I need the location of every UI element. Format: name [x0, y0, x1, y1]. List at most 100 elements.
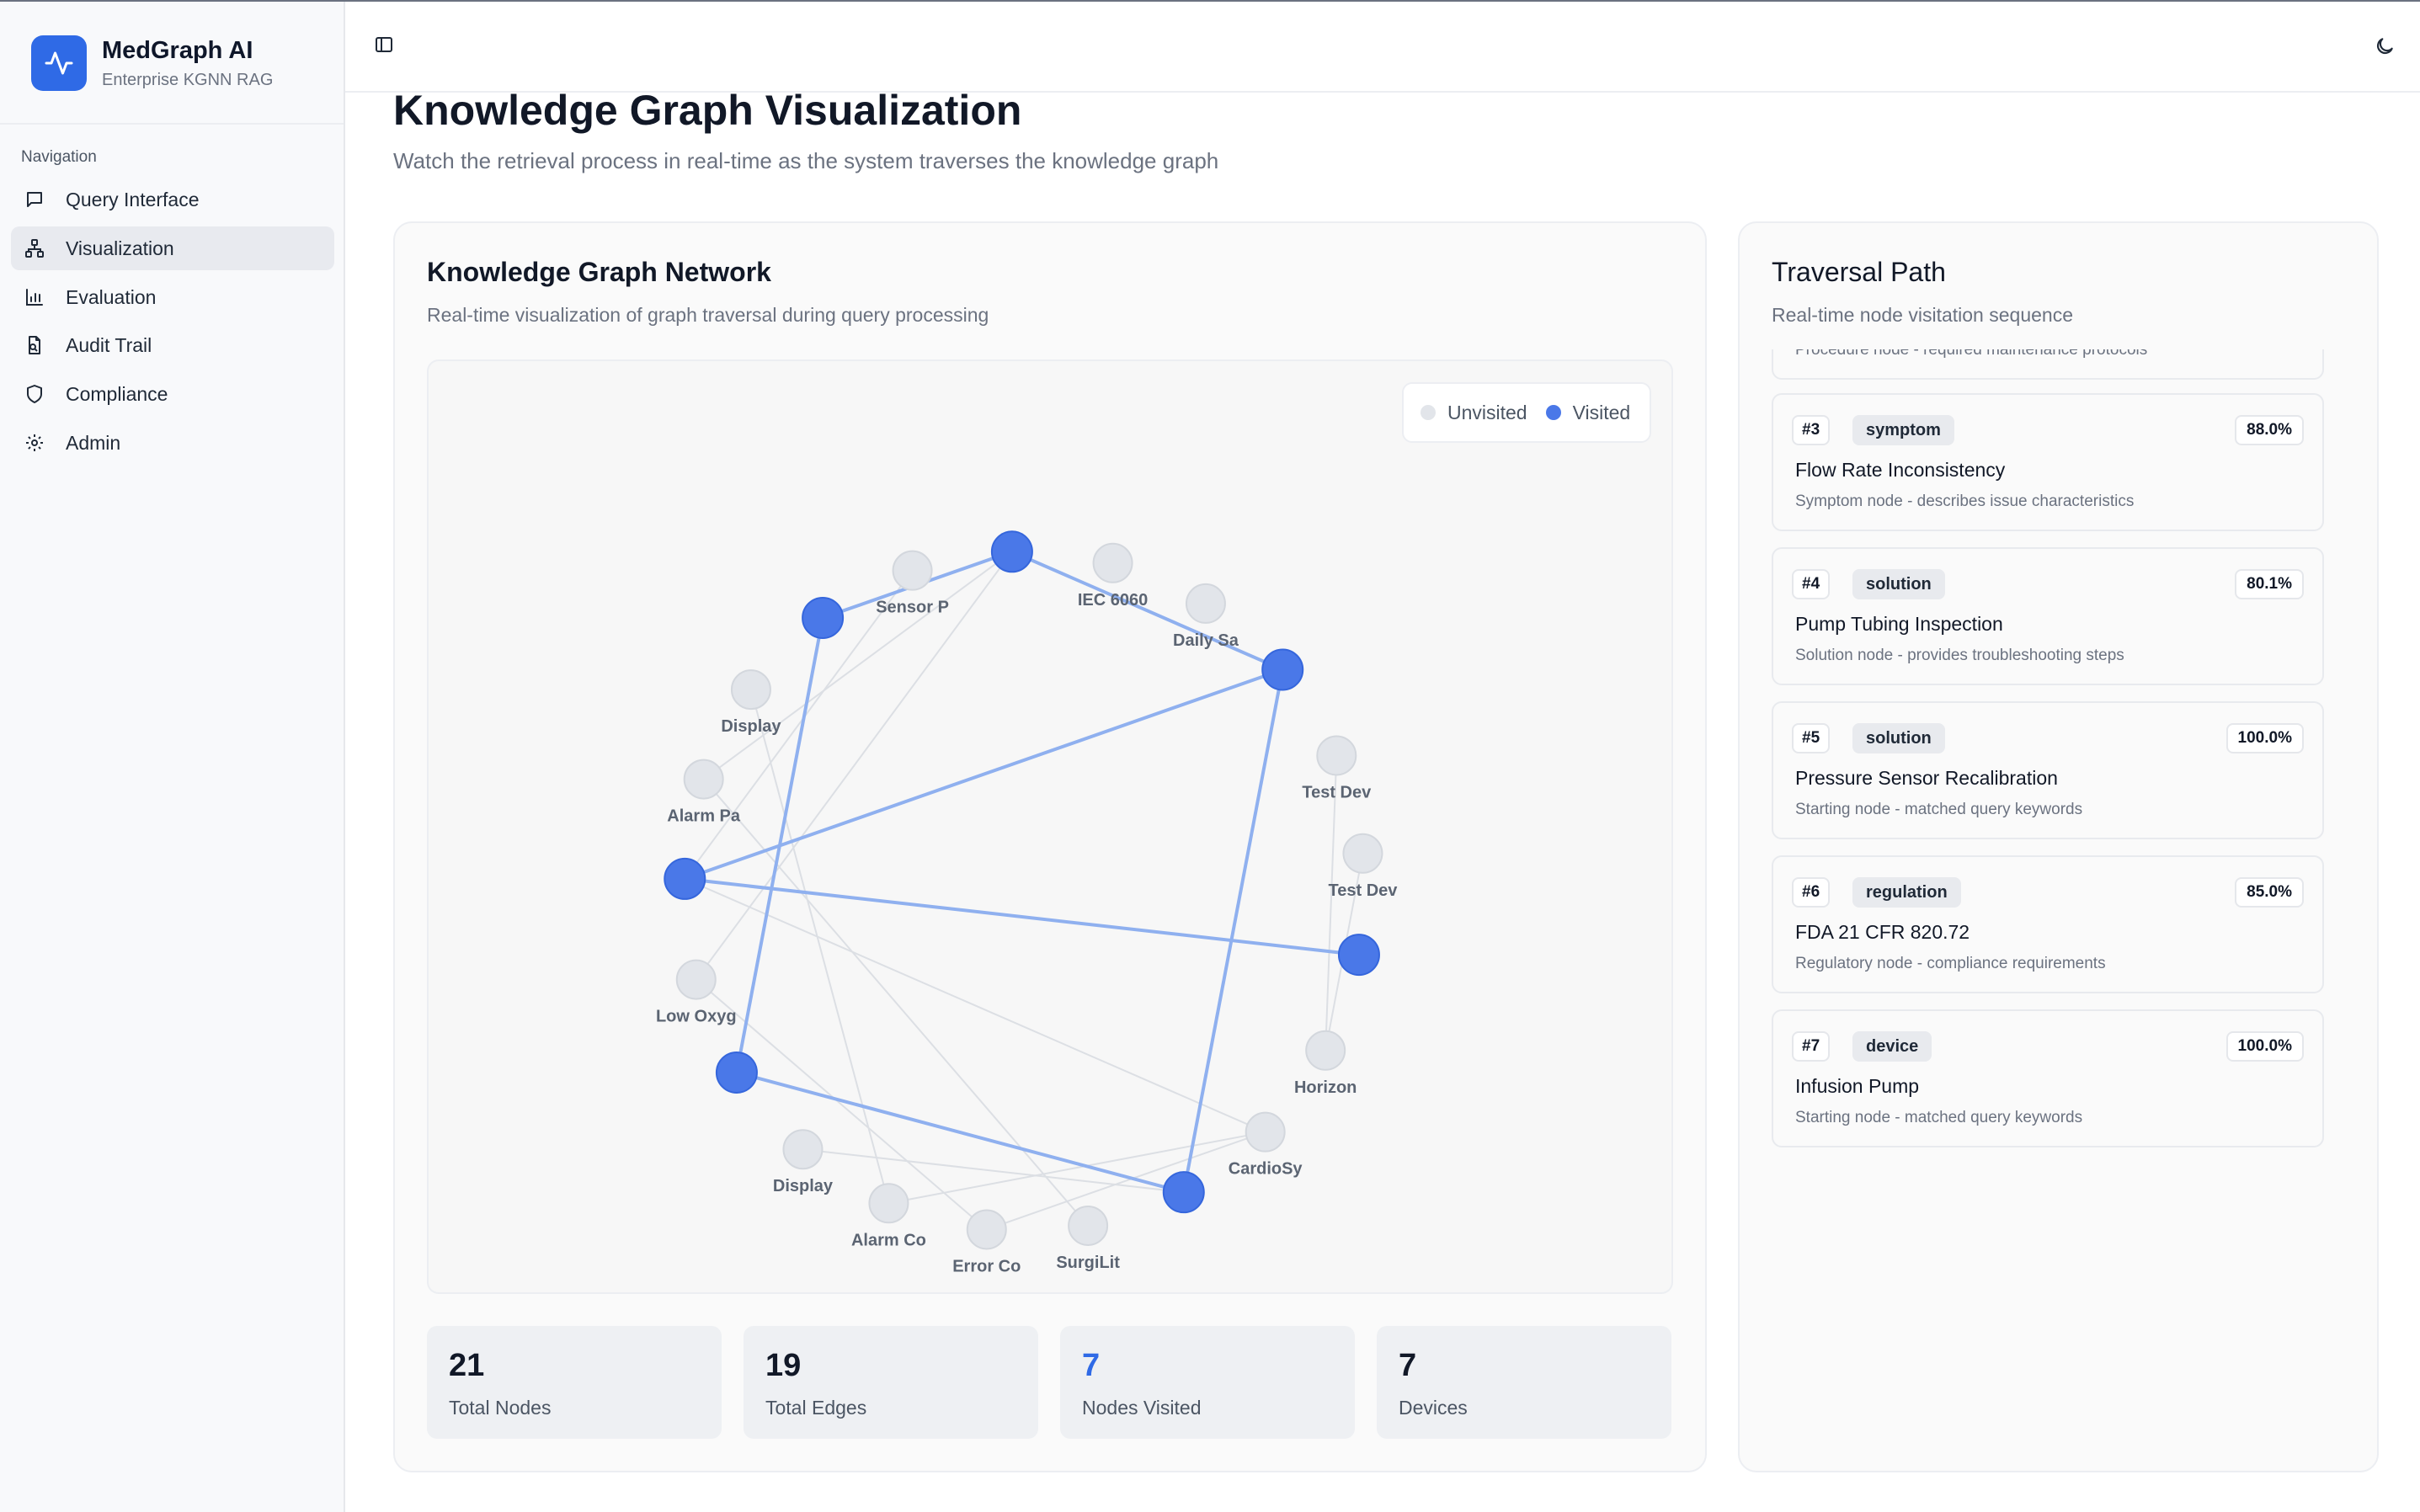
unvisited-dot-icon: [1421, 405, 1436, 420]
sidebar-item-label: Compliance: [66, 382, 168, 405]
sidebar-toggle-button[interactable]: [369, 29, 399, 60]
graph-node-label: Low Oxyg: [656, 1008, 737, 1026]
graph-card-subtitle: Real-time visualization of graph travers…: [427, 304, 989, 326]
stat-nodes-visited: 7 Nodes Visited: [1060, 1326, 1355, 1439]
traversal-step[interactable]: #3 symptom 88.0% Flow Rate Inconsistency…: [1772, 393, 2324, 531]
visited-dot-icon: [1545, 405, 1561, 420]
path-card-subtitle[interactable]: Real-time node visitation sequence: [1772, 304, 2073, 326]
graph-network-card: Knowledge Graph Network Real-time visual…: [393, 221, 1707, 1472]
graph-node[interactable]: [730, 669, 771, 711]
graph-node[interactable]: [782, 1129, 824, 1170]
step-description: Starting node - matched query keywords: [1795, 1109, 2083, 1126]
graph-node[interactable]: [683, 759, 724, 800]
nav-section-label: Navigation: [21, 148, 97, 166]
graph-edge: [802, 1148, 1184, 1194]
graph-node-label: CardioSy: [1229, 1160, 1303, 1179]
sidebar-item-audit-trail[interactable]: Audit Trail: [11, 323, 334, 367]
gear-icon: [23, 431, 46, 455]
stat-value: 21: [449, 1348, 485, 1383]
graph-node-visited[interactable]: [1261, 648, 1304, 691]
graph-node-label: IEC 6060: [1078, 591, 1148, 610]
traversal-step[interactable]: #5 solution 100.0% Pressure Sensor Recal…: [1772, 701, 2324, 839]
graph-node-label: Sensor P: [876, 599, 949, 617]
traversal-path-card: Traversal Path Real-time node visitation…: [1738, 221, 2379, 1472]
stat-label: Total Edges: [765, 1397, 867, 1419]
graph-node-label: Test Dev: [1302, 783, 1372, 801]
graph-node-label: SurgiLit: [1056, 1254, 1120, 1272]
step-type-badge: symptom: [1852, 415, 1954, 445]
step-score: 100.0%: [2225, 1031, 2304, 1062]
graph-node-visited[interactable]: [664, 857, 706, 900]
bar-chart-icon: [23, 285, 46, 309]
step-number: #6: [1792, 877, 1831, 908]
sidebar-item-label: Query Interface: [66, 188, 200, 210]
graph-node-label: Display: [773, 1177, 834, 1195]
graph-node[interactable]: [1245, 1111, 1286, 1153]
step-type-badge: solution: [1852, 723, 1945, 753]
file-search-icon: [23, 333, 46, 357]
graph-card-title: Knowledge Graph Network: [427, 257, 771, 287]
step-description: Regulatory node - compliance requirement…: [1795, 955, 2106, 972]
graph-node[interactable]: [1092, 542, 1133, 583]
sidebar: MedGraph AI Enterprise KGNN RAG Navigati…: [0, 2, 345, 1512]
graph-node-label: Alarm Pa: [667, 807, 741, 826]
graph-node-visited[interactable]: [1162, 1171, 1205, 1214]
step-type-badge: device: [1852, 1031, 1932, 1062]
graph-edge-visited: [1011, 550, 1284, 672]
traversal-step[interactable]: #6 regulation 85.0% FDA 21 CFR 820.72 Re…: [1772, 855, 2324, 993]
sidebar-item-admin[interactable]: Admin: [11, 421, 334, 465]
page-title: Knowledge Graph Visualization: [393, 87, 1022, 134]
stat-value: 7: [1399, 1348, 1417, 1383]
graph-edge-visited: [1181, 669, 1285, 1193]
path-card-title: Traversal Path: [1772, 257, 1946, 287]
step-type-badge: regulation: [1852, 877, 1961, 908]
sidebar-item-visualization[interactable]: Visualization: [11, 226, 334, 270]
graph-node[interactable]: [1185, 583, 1226, 624]
legend-visited-label: Visited: [1572, 401, 1631, 423]
step-number: #5: [1792, 723, 1831, 753]
graph-edge-visited: [736, 1071, 1185, 1195]
graph-node[interactable]: [868, 1183, 909, 1224]
network-icon: [23, 237, 46, 260]
graph-node-visited[interactable]: [1337, 934, 1380, 977]
message-square-icon: [23, 188, 46, 211]
graph-node[interactable]: [1316, 735, 1357, 776]
graph-edge-visited: [685, 876, 1360, 957]
traversal-step-list[interactable]: Procedure node - required maintenance pr…: [1772, 349, 2324, 1393]
graph-node[interactable]: [1342, 833, 1383, 874]
graph-edge: [749, 689, 890, 1204]
theme-toggle-button[interactable]: [2368, 29, 2401, 63]
graph-node[interactable]: [1068, 1205, 1109, 1246]
traversal-step[interactable]: #4 solution 80.1% Pump Tubing Inspection…: [1772, 547, 2324, 685]
brand-title: MedGraph AI: [102, 37, 253, 64]
step-description: Procedure node - required maintenance pr…: [1795, 349, 2148, 359]
graph-node[interactable]: [966, 1209, 1007, 1250]
step-score: 80.1%: [2235, 569, 2304, 599]
sidebar-item-query-interface[interactable]: Query Interface: [11, 178, 334, 221]
sidebar-item-evaluation[interactable]: Evaluation: [11, 275, 334, 319]
legend-unvisited-label: Unvisited: [1447, 401, 1527, 423]
traversal-step[interactable]: #7 device 100.0% Infusion Pump Starting …: [1772, 1009, 2324, 1147]
graph-node[interactable]: [675, 959, 717, 1000]
step-description: Solution node - provides troubleshooting…: [1795, 647, 2124, 664]
graph-edge: [696, 978, 988, 1231]
graph-edge: [1325, 755, 1338, 1051]
graph-node[interactable]: [1305, 1030, 1346, 1071]
graph-node-label: Daily Sa: [1173, 631, 1239, 650]
panel-left-icon: [376, 37, 392, 52]
stat-label: Total Nodes: [449, 1397, 552, 1419]
stat-label: Nodes Visited: [1082, 1397, 1202, 1419]
stat-devices: 7 Devices: [1377, 1326, 1671, 1439]
moon-icon: [2376, 38, 2393, 55]
graph-node-visited[interactable]: [715, 1051, 758, 1094]
traversal-step-partial[interactable]: Procedure node - required maintenance pr…: [1772, 349, 2324, 380]
graph-legend: Unvisited Visited: [1402, 382, 1651, 443]
stat-label: Devices: [1399, 1397, 1468, 1419]
step-number: #7: [1792, 1031, 1831, 1062]
sidebar-item-compliance[interactable]: Compliance: [11, 372, 334, 416]
graph-node-visited[interactable]: [990, 530, 1033, 573]
graph-node[interactable]: [892, 550, 933, 591]
graph-node-visited[interactable]: [802, 596, 845, 639]
